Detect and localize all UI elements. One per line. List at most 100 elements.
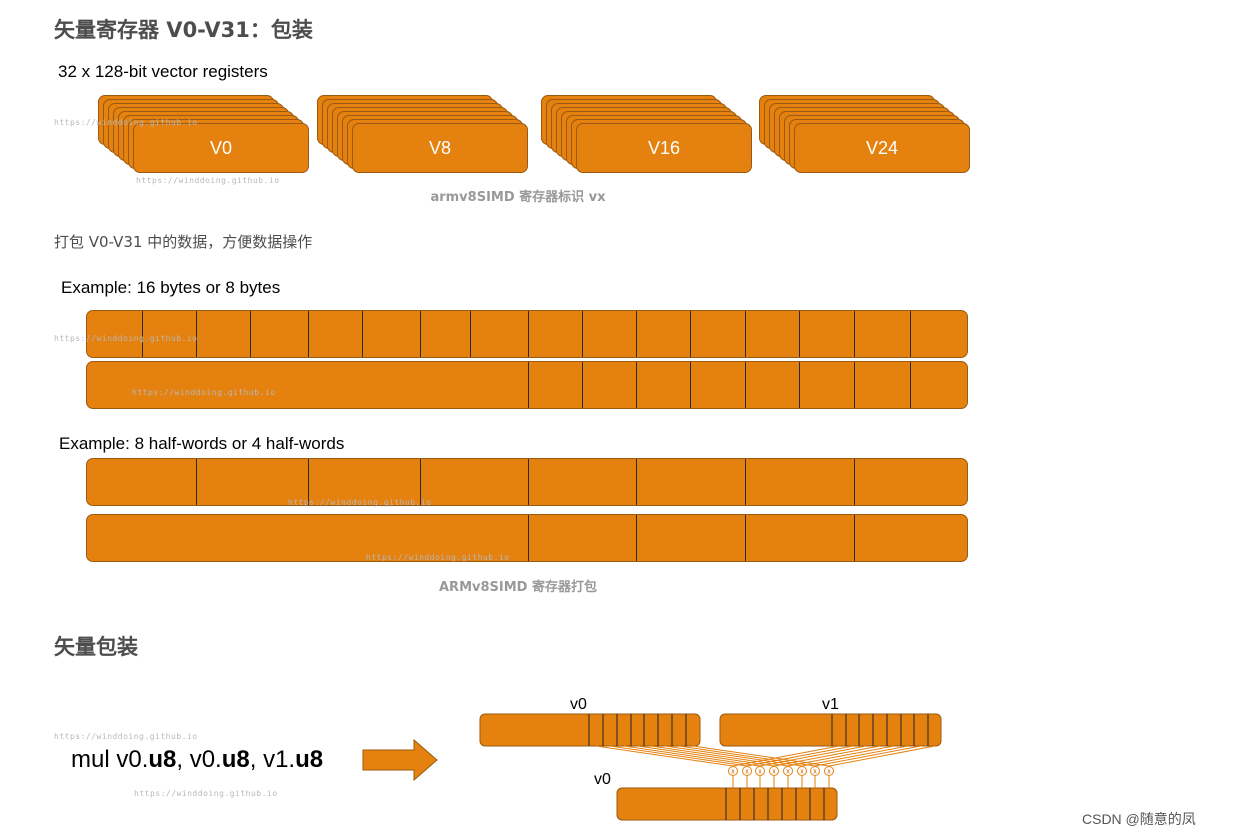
lane-divider [745, 362, 746, 408]
registers-count-label: 32 x 128-bit vector registers [58, 62, 268, 81]
multiply-icon [797, 766, 807, 776]
instruction-separator: , v0. [176, 746, 222, 773]
lane-divider [528, 311, 529, 357]
lane-divider [582, 311, 583, 357]
instruction-operand-2-type: u8 [221, 746, 250, 773]
lane-divider [690, 311, 691, 357]
data-flow-line [759, 745, 867, 767]
data-flow-line [664, 745, 803, 767]
multiply-icon [755, 766, 765, 776]
multiply-symbol: x [745, 769, 749, 776]
data-flow-line [773, 745, 881, 767]
multiply-symbol: x [758, 769, 762, 776]
data-flow-line [609, 745, 748, 767]
multiply-symbol: x [772, 769, 776, 776]
register-v16: V16 [576, 123, 752, 173]
data-flow-line [814, 745, 922, 767]
watermark-text: https://winddoing.github.io [136, 176, 280, 185]
section-heading-vector-registers: 矢量寄存器 V0-V31：包装 [54, 18, 313, 42]
lane-divider [799, 362, 800, 408]
register-v0: V0 [133, 123, 309, 173]
lane-divider [470, 311, 471, 357]
instruction-operand-3-type: u8 [295, 746, 324, 773]
lane-divider [745, 515, 746, 561]
watermark-text: https://winddoing.github.io [54, 118, 198, 127]
lane-divider [196, 459, 197, 505]
lane-divider [636, 311, 637, 357]
data-flow-line [637, 745, 775, 767]
data-flow-line [787, 745, 895, 767]
lane-divider [582, 362, 583, 408]
watermark-text: https://winddoing.github.io [288, 498, 432, 507]
lane-divider [910, 362, 911, 408]
vector-label-v0-top: v0 [570, 696, 587, 713]
lane-divider [854, 362, 855, 408]
watermark-text: https://winddoing.github.io [54, 334, 198, 343]
lane-divider [854, 459, 855, 505]
instruction-mnemonic: mul [71, 746, 110, 773]
lane-divider [745, 459, 746, 505]
multiply-icon [783, 766, 793, 776]
watermark-text: https://winddoing.github.io [366, 553, 510, 562]
lane-divider [690, 362, 691, 408]
multiply-icon [742, 766, 752, 776]
lane-divider [362, 311, 363, 357]
multiply-symbol: x [827, 769, 831, 776]
mul-instruction: mul v0.u8, v0.u8, v1.u8 [71, 746, 323, 774]
vector-v0-input [479, 713, 701, 747]
lane-divider [308, 311, 309, 357]
lane-divider [636, 459, 637, 505]
data-flow-line [595, 745, 734, 767]
section-heading-vector-packing: 矢量包装 [54, 635, 138, 659]
lane-divider [196, 311, 197, 357]
register-v24: V24 [794, 123, 970, 173]
figure-caption-register-packing: ARMv8SIMD 寄存器打包 [439, 580, 597, 595]
lane-divider [142, 311, 143, 357]
multiply-icon [824, 766, 834, 776]
vector-label-v0-result: v0 [594, 771, 611, 788]
register-bar-8-bytes [86, 361, 968, 409]
lane-divider [745, 311, 746, 357]
lane-divider [799, 311, 800, 357]
lane-divider [528, 362, 529, 408]
instruction-operand-1-type: u8 [148, 746, 177, 773]
instruction-separator: , v1. [249, 746, 296, 773]
multiply-symbol: x [813, 769, 817, 776]
vector-v0-result [616, 787, 838, 821]
lane-divider [854, 311, 855, 357]
lane-divider [636, 515, 637, 561]
multiply-symbol: x [800, 769, 804, 776]
multiply-symbol: x [731, 769, 735, 776]
lane-divider [250, 311, 251, 357]
lane-divider [910, 311, 911, 357]
lane-divider [636, 362, 637, 408]
multiply-icon [728, 766, 738, 776]
multiply-icon [769, 766, 779, 776]
lane-divider [308, 459, 309, 505]
data-flow-line [828, 745, 936, 767]
watermark-text: https://winddoing.github.io [54, 732, 198, 741]
lane-divider [420, 311, 421, 357]
register-bar-4-halfwords [86, 514, 968, 562]
example-bytes-label: Example: 16 bytes or 8 bytes [61, 278, 281, 297]
register-bar-16-bytes [86, 310, 968, 358]
lane-divider [528, 515, 529, 561]
watermark-text: https://winddoing.github.io [132, 388, 276, 397]
register-v8: V8 [352, 123, 528, 173]
register-bar-8-halfwords [86, 458, 968, 506]
instruction-operand-1-reg: v0. [109, 746, 149, 773]
example-halfwords-label: Example: 8 half-words or 4 half-words [59, 434, 345, 453]
watermark-text: https://winddoing.github.io [134, 789, 278, 798]
multiply-symbol: x [786, 769, 790, 776]
lane-divider [854, 515, 855, 561]
data-flow-line [678, 745, 816, 767]
paragraph-packing-description: 打包 V0-V31 中的数据，方便数据操作 [54, 233, 313, 251]
right-arrow-icon [362, 738, 438, 782]
multiply-icon [810, 766, 820, 776]
vector-v1-input [719, 713, 942, 747]
data-flow-line [623, 745, 761, 767]
figure-caption-register-id: armv8SIMD 寄存器标识 vx [430, 190, 606, 205]
data-flow-line [650, 745, 789, 767]
credit-watermark: CSDN @随意的凤 [1082, 811, 1196, 827]
